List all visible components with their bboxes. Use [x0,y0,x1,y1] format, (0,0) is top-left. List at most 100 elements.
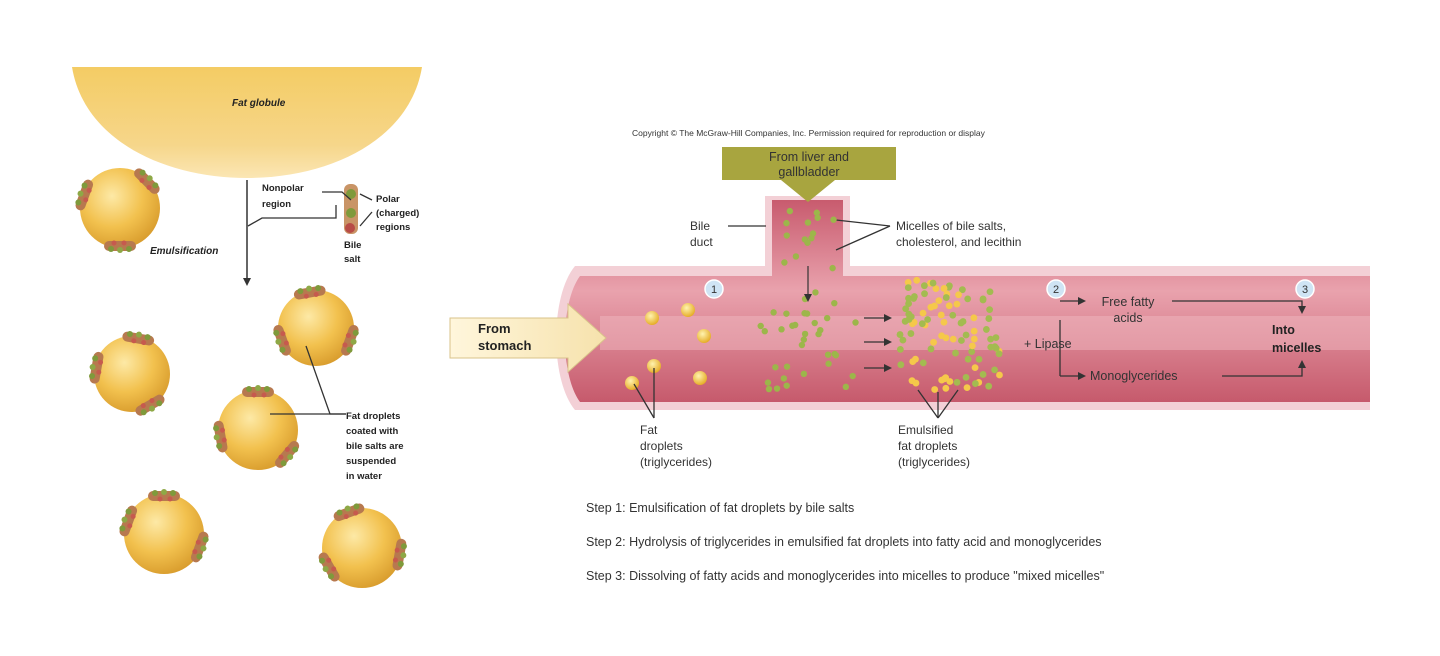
micelle [778,326,785,333]
micelle [964,355,972,363]
nonpolar-bracket [247,205,337,227]
micelle [783,363,791,370]
micelle [792,253,800,260]
liver-gallbladder-arrow [722,147,896,202]
into-micelles-label-1: Into [1272,323,1295,337]
micelle [831,350,838,358]
emulsified-fat-droplet [970,314,978,322]
micelle [907,313,915,321]
fat-globule-label: Fat globule [232,98,286,109]
micelles-leader [835,219,891,227]
micelle [905,300,913,307]
emulsified-fat-droplet [931,386,939,393]
bile-salt-coat [75,179,94,211]
bile-duct-label-2: duct [690,235,713,249]
micelle [829,264,836,272]
bile-salt-coat [213,420,228,453]
micelle [985,315,993,322]
micelle [849,372,856,380]
micelle [801,295,809,303]
micelle [975,355,983,363]
micelles-label-2: cholesterol, and lecithin [896,235,1021,249]
fat-droplet-core [278,290,354,366]
coated-fat-droplets [75,168,407,588]
step-3-text: Step 3: Dissolving of fatty acids and mo… [586,569,1104,583]
intestine-inner-highlight [600,316,1370,350]
fat-droplets-label: Fat [640,423,658,437]
micelle [959,286,966,294]
polar-leader-2 [359,211,373,227]
micelle [991,366,998,374]
bile-salt-coat [122,331,155,346]
micelle [962,331,970,339]
emulsified-fat-droplet [912,379,920,387]
intestine-particles [625,207,1003,393]
fat-droplets-label: droplets [640,439,683,453]
emulsified-fat-droplet [953,300,961,308]
fat-droplet-core [218,390,298,470]
micelle [919,359,927,367]
emulsification-panel: Fat globule Emulsification Nonpolar regi… [72,67,422,588]
stomach-arrow [449,302,607,374]
micelle [927,345,935,353]
bile-salt-coat [135,394,165,416]
free-fatty-label-2: acids [1113,311,1142,325]
micelle [953,378,961,386]
micelle [979,371,987,378]
emulsification-label: Emulsification [150,246,218,257]
micelle [757,322,764,330]
micelle [831,299,838,307]
coated-fat-droplet [75,168,160,253]
emulsified-fat-droplet [971,364,979,372]
bile-salt-coat [318,552,340,582]
micelle [987,335,995,343]
bile-salt-coat [275,440,300,468]
emulsified-fat-droplet [968,342,976,350]
micelle [979,296,987,304]
micelle [902,305,910,313]
emulsified-label: Emulsified [898,423,953,437]
micelles-leader-2 [835,225,891,251]
emulsified-leader [917,389,939,419]
micelle [899,336,907,344]
bile-duct-label-1: Bile [690,219,710,233]
emulsified-fat-droplet [910,318,918,326]
micelle [910,293,918,300]
micelle [991,343,999,351]
emulsified-fat-droplet [963,384,971,392]
bile-salt-coat [119,505,138,537]
micelle [772,364,779,371]
micelles-label-1: Micelles of bile salts, [896,219,1006,233]
micelle [801,330,809,338]
free-fatty-to-micelles [1172,300,1306,314]
micelle [985,382,993,390]
copyright-notice: Copyright © The McGraw-Hill Companies, I… [632,128,986,138]
micelle [942,294,950,301]
emulsified-fat-droplet [942,334,950,342]
micelle [783,310,790,317]
emulsified-fat-droplet [996,371,1003,379]
micelle [789,322,796,329]
fat-droplet [697,329,711,343]
micelle [811,319,818,327]
svg-text:3: 3 [1302,284,1308,296]
coated-fat-droplet [89,331,170,416]
emulsified-fat-droplet [913,276,921,284]
step-badge-2: 2 [1046,279,1066,299]
micelle [786,207,794,215]
droplets-label-line: Fat droplets [346,411,400,422]
micelle [986,288,994,296]
bile-salt-coat [89,351,104,384]
step-badge-1: 1 [704,279,724,299]
stomach-label-1: From [478,321,511,336]
micelle [823,314,831,322]
droplets-label-line: in water [346,471,382,482]
bile-salt-coat [333,503,365,522]
emulsified-label: (triglycerides) [898,455,970,469]
micelle [907,330,915,337]
liver-label-1: From liver and [769,150,849,164]
emulsified-fat-droplet [940,285,948,292]
micelle [962,373,970,381]
bile-salt-label-2: salt [344,254,361,265]
